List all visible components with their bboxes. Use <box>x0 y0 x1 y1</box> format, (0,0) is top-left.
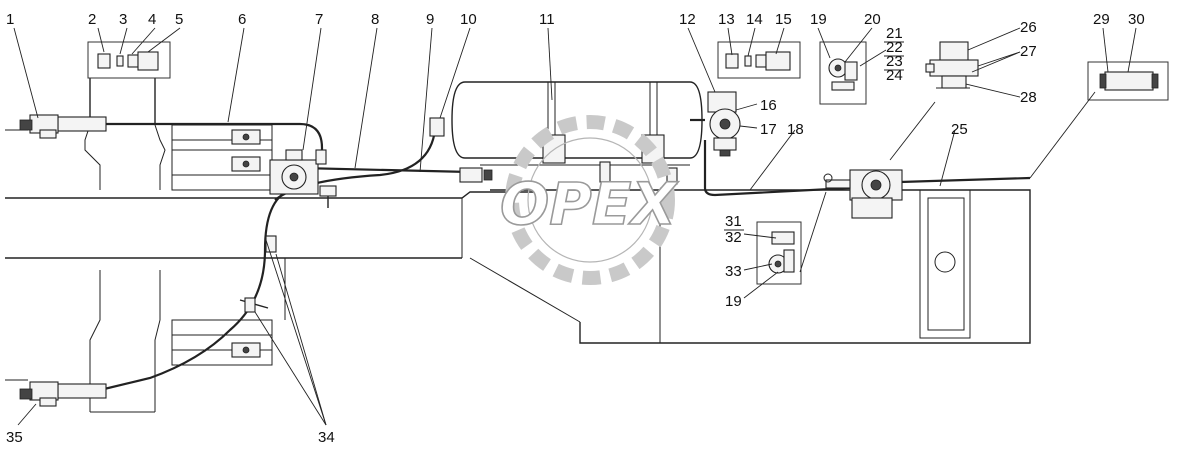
callout-12: 12 <box>679 11 696 28</box>
callout-8: 8 <box>371 11 379 28</box>
callout-5: 5 <box>175 11 183 28</box>
inset-26-28 <box>925 41 979 89</box>
inset-29-30 <box>1087 61 1169 101</box>
pipe-clips <box>231 129 261 358</box>
inset-2-5 <box>87 41 171 79</box>
tank-fittings <box>429 117 493 183</box>
callout-26: 26 <box>1020 19 1037 36</box>
compressor-unloader <box>823 169 903 219</box>
callout-11: 11 <box>539 11 555 28</box>
callout-18: 18 <box>787 121 804 138</box>
control-valve <box>269 149 337 208</box>
air-receiver-tank <box>451 81 703 185</box>
pipe-support-brackets <box>239 235 277 313</box>
watermark-logo: OPEX <box>499 115 680 285</box>
callout-4: 4 <box>148 11 156 28</box>
callout-17: 17 <box>760 121 777 138</box>
callout-9: 9 <box>426 11 434 28</box>
callout-1: 1 <box>6 11 14 28</box>
callout-29: 29 <box>1093 11 1110 28</box>
callout-3: 3 <box>119 11 127 28</box>
callout-19-top: 19 <box>810 11 827 28</box>
callout-20: 20 <box>864 11 881 28</box>
callout-35: 35 <box>6 429 23 446</box>
pressure-regulator <box>707 91 741 157</box>
callout-30: 30 <box>1128 11 1145 28</box>
inset-31-33 <box>756 221 802 285</box>
callout-31: 31 <box>725 213 742 230</box>
callout-14: 14 <box>746 11 763 28</box>
callout-10: 10 <box>460 11 477 28</box>
callout-13: 13 <box>718 11 735 28</box>
callout-19-bottom: 19 <box>725 293 742 310</box>
callout-25: 25 <box>951 121 968 138</box>
callout-24: 24 <box>886 67 903 84</box>
inset-13-15 <box>717 41 801 79</box>
callout-32: 32 <box>725 229 742 246</box>
callout-16: 16 <box>760 97 777 114</box>
callout-underlines <box>724 41 904 231</box>
callout-34: 34 <box>318 429 335 446</box>
callout-7: 7 <box>315 11 323 28</box>
callout-6: 6 <box>238 11 246 28</box>
callout-labels: 1 2 3 4 5 6 7 8 9 10 11 12 13 14 15 19 2… <box>6 11 1145 446</box>
callout-21: 21 <box>886 25 903 42</box>
callout-15: 15 <box>775 11 792 28</box>
callout-23: 23 <box>886 53 903 70</box>
callout-27: 27 <box>1020 43 1037 60</box>
callout-33: 33 <box>725 263 742 280</box>
callout-22: 22 <box>886 39 903 56</box>
watermark-text: OPEX <box>500 170 679 238</box>
coupling-head-top <box>19 114 107 139</box>
callout-28: 28 <box>1020 89 1037 106</box>
leader-lines <box>13 27 1137 426</box>
callout-2: 2 <box>88 11 96 28</box>
coupling-head-bottom <box>19 381 107 407</box>
